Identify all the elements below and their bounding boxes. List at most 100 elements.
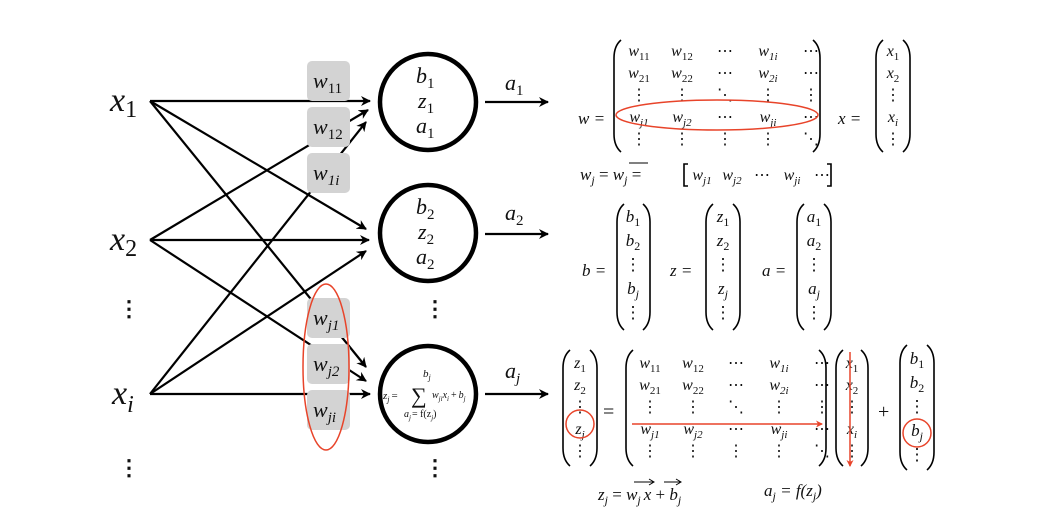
matrix-entry: ⋮ [572, 443, 588, 460]
svg-text:wj2: wj2 [313, 351, 340, 380]
w-matrix-parens [613, 39, 821, 153]
x-label: x = [837, 109, 861, 128]
plus-sign: + [878, 401, 889, 423]
wj-row-equation: wj = wj = [580, 165, 641, 187]
input-ellipsis-1: ⋮ [118, 296, 140, 321]
z-label: z = [669, 261, 692, 280]
output-aj: aj [485, 358, 549, 399]
matrix-entry: b1 [626, 207, 641, 229]
svg-text:aj: aj [505, 358, 520, 387]
weight-box-w11: w11 [307, 61, 350, 101]
svg-text:∑: ∑ [411, 383, 427, 408]
matrix-entry: b2 [626, 231, 641, 253]
neuron-1: b1 z1 a1 [377, 51, 479, 153]
matrix-entry: w21 [628, 65, 650, 85]
wj-row-entry: wji [784, 167, 801, 187]
matrix-entry: z1 [716, 207, 730, 229]
weight-box-w1i: w1i [307, 153, 350, 193]
a-vector-parens [796, 203, 832, 331]
neuron-ellipsis-1: ⋮ [424, 296, 446, 321]
matrix-entry: ⋯ [803, 65, 819, 82]
aj-formula: aj = f(zj) [764, 481, 822, 503]
weight-box-wj1: wj1 [307, 298, 350, 338]
matrix-entry: wj2 [683, 421, 703, 441]
connection-x3-n2 [149, 250, 367, 395]
svg-text:a2: a2 [416, 244, 435, 273]
matrix-entry: ⋮ [806, 255, 823, 274]
matrix-entry: ⋮ [844, 399, 860, 416]
matrix-entry: ⋯ [728, 421, 744, 438]
matrix-entry: bj [627, 279, 640, 301]
matrix-entry: x2 [886, 65, 900, 85]
matrix-entry: ⋮ [885, 131, 901, 148]
matrix-entry: xi [846, 421, 857, 441]
svg-text:w12: w12 [313, 114, 343, 143]
matrix-entry: w12 [682, 355, 704, 375]
matrix-entry: ⋮ [814, 399, 830, 416]
b-label: b = [582, 261, 606, 280]
matrix-entry: ⋮ [631, 87, 647, 104]
svg-text:wjixi+bj: wjixi+bj [432, 390, 466, 403]
matrix-entry: ⋯ [803, 43, 819, 60]
w-full-parens [625, 349, 827, 467]
a-label: a = [762, 261, 786, 280]
matrix-entry: ⋮ [572, 399, 588, 416]
matrix-entry: w12 [671, 43, 693, 63]
matrix-entry: ⋮ [760, 87, 776, 104]
svg-text:wji: wji [313, 397, 336, 426]
svg-text:bj: bj [423, 368, 432, 382]
matrix-entry: xi [887, 109, 898, 129]
svg-text:a2: a2 [505, 200, 524, 229]
matrix-entry: x1 [845, 355, 859, 375]
matrix-entry: ⋮ [674, 87, 690, 104]
matrix-entry: w1i [758, 43, 777, 63]
matrix-entry: z2 [573, 377, 586, 397]
matrix-entry: w21 [639, 377, 661, 397]
x-col-parens [835, 349, 869, 467]
highlight-weights-j [302, 283, 350, 451]
svg-text:x1: x1 [109, 82, 137, 123]
svg-text:a1: a1 [416, 113, 435, 142]
matrix-entry: b1 [910, 349, 925, 371]
matrix-entry: ⋮ [685, 399, 701, 416]
matrix-entry: z1 [573, 355, 586, 375]
svg-text:a1: a1 [505, 70, 524, 99]
input-xi: xi [111, 375, 134, 418]
b-vector-parens [616, 203, 651, 331]
weight-boxes: w11 w12 w1i wj1 wj2 wji [307, 61, 350, 430]
svg-text:z1: z1 [417, 88, 434, 117]
output-a1: a1 [485, 70, 549, 107]
matrix-entry: ⋯ [814, 377, 830, 394]
matrix-entry: ⋮ [674, 131, 690, 148]
weight-box-wj2: wj2 [307, 344, 350, 384]
connection-x1-n2 [149, 100, 367, 230]
matrix-entry: ⋮ [909, 397, 926, 416]
wj-row-entry: ⋯ [814, 167, 830, 184]
wj-row-entry: wj2 [722, 167, 742, 187]
matrix-entry: wj2 [672, 109, 692, 129]
matrix-entry: ⋮ [771, 399, 787, 416]
matrix-entry: ⋮ [803, 87, 819, 104]
matrix-entry: w2i [758, 65, 777, 85]
matrix-entry: zj [574, 421, 584, 441]
matrix-entry: ⋮ [631, 131, 647, 148]
w-label: w = [578, 109, 605, 128]
matrix-entry: ⋱ [717, 87, 733, 104]
matrix-entry: ⋮ [642, 399, 658, 416]
weight-box-w12: w12 [307, 107, 350, 147]
matrix-entry: ⋯ [717, 65, 733, 82]
matrix-entry: aj [808, 279, 821, 301]
matrix-entry: ⋱ [728, 399, 744, 416]
highlight-bj [902, 418, 932, 448]
